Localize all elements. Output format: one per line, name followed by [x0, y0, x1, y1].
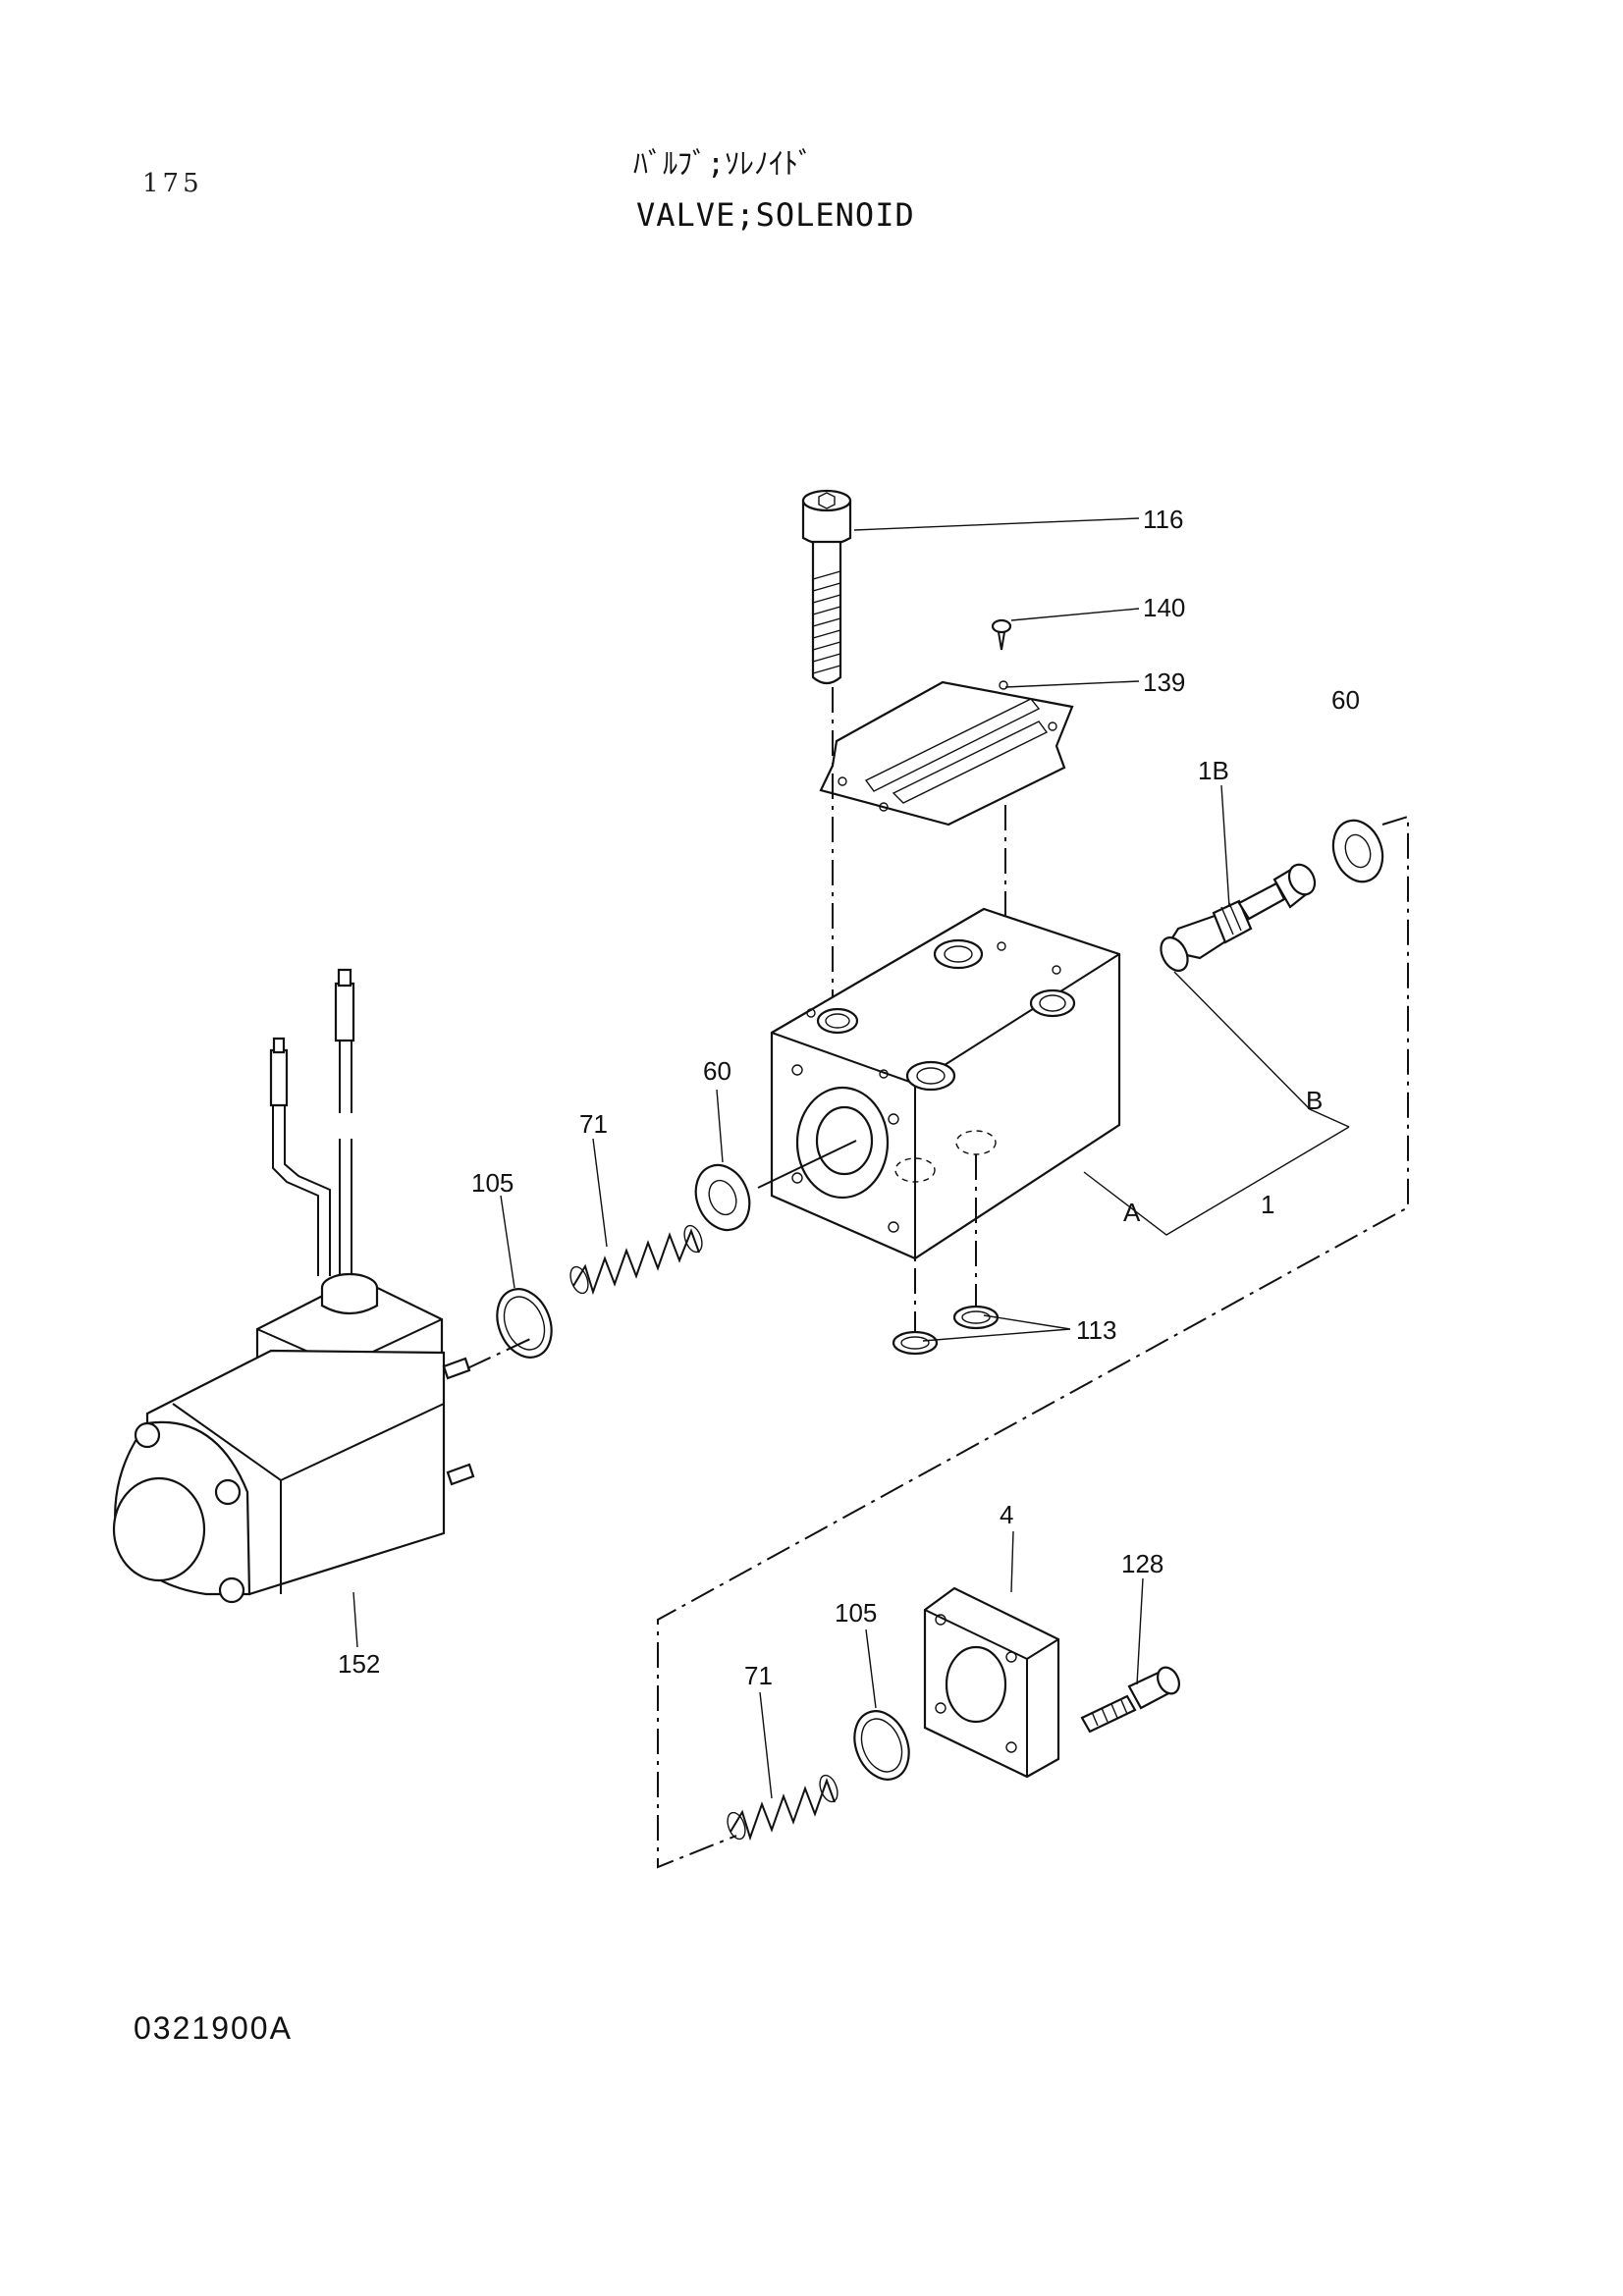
part-71-spring-bottom: [727, 1774, 839, 1842]
callout-105-bottom: 105: [835, 1598, 877, 1628]
callout-116: 116: [1143, 505, 1183, 534]
part-105-ring-top: [496, 1288, 553, 1359]
title-english: VALVE;SOLENOID: [636, 196, 915, 234]
callout-128: 128: [1121, 1549, 1163, 1578]
callout-60-top: 60: [1331, 685, 1360, 715]
part-139-plate: [819, 680, 1074, 827]
page-number: 175: [142, 169, 203, 198]
callout-b: B: [1306, 1086, 1323, 1115]
callout-113: 113: [1076, 1315, 1116, 1345]
callout-71-top: 71: [579, 1109, 608, 1139]
assembly-line-washer: [757, 1140, 857, 1189]
part-4-cover: [923, 1586, 1060, 1779]
callout-1b: 1B: [1198, 756, 1229, 785]
callout-139: 139: [1143, 667, 1185, 697]
callout-1: 1: [1261, 1190, 1274, 1219]
callout-60-mid: 60: [703, 1056, 731, 1086]
part-128-capscrew: [1080, 1666, 1180, 1734]
part-60-washer-mid: [694, 1163, 751, 1232]
part-113-orings: [892, 1305, 1000, 1356]
callout-152: 152: [338, 1649, 380, 1679]
callout-105-top: 105: [471, 1168, 514, 1198]
title-japanese: ﾊﾞﾙﾌﾞ;ｿﾚﾉｲﾄﾞ: [633, 147, 814, 182]
drawing-code: 0321900A: [134, 2010, 293, 2046]
part-1b-spool: [1160, 863, 1317, 972]
alt-assembly-boundary: [657, 815, 1409, 1869]
callout-140: 140: [1143, 593, 1185, 622]
part-140-screw: [991, 618, 1012, 651]
assembly-line-solenoid: [466, 1338, 531, 1369]
leader-lines: [352, 517, 1350, 1799]
callout-71-bottom: 71: [744, 1661, 773, 1690]
part-60-washer-top: [1331, 819, 1384, 883]
part-1-valve-body: [770, 907, 1121, 1260]
callout-a: A: [1123, 1198, 1141, 1227]
part-116-bolt: [801, 489, 852, 685]
part-105-ring-bottom: [853, 1710, 910, 1781]
part-152-solenoid: [112, 968, 475, 1604]
part-71-spring-top: [569, 1224, 703, 1296]
callout-4: 4: [1000, 1500, 1013, 1529]
